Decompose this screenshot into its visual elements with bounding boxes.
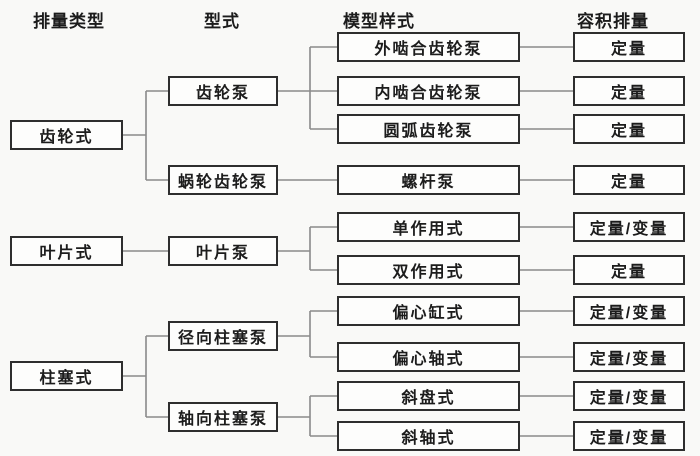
connector-radial-piston-branch [278,310,337,358]
node-displacement-5: 定量/变量 [573,212,685,242]
node-displacement-7: 定量/变量 [573,296,685,326]
header-type: 型式 [204,12,240,31]
connector-gear-pump-branch [278,46,337,130]
node-displacement-9: 定量/变量 [573,381,685,411]
connector-gear-type-branch [123,90,168,181]
node-worm-gear-pump: 蜗轮齿轮泵 [168,165,278,195]
header-model-style: 模型样式 [343,12,415,31]
node-internal-gear-pump: 内啮合齿轮泵 [337,76,520,106]
node-eccentric-shaft: 偏心轴式 [337,342,520,372]
node-displacement-3: 定量 [573,114,685,144]
node-external-gear-pump: 外啮合齿轮泵 [337,32,520,62]
node-piston-type: 柱塞式 [10,361,123,391]
node-radial-piston-pump: 径向柱塞泵 [168,321,278,351]
node-gear-pump: 齿轮泵 [168,76,278,106]
node-bent-axis: 斜轴式 [337,421,520,451]
node-single-acting: 单作用式 [337,212,520,242]
connector-axial-piston-branch [278,395,337,437]
node-vane-pump: 叶片泵 [168,236,278,266]
node-swash-plate: 斜盘式 [337,381,520,411]
node-screw-pump: 螺杆泵 [337,165,520,195]
node-vane-type: 叶片式 [10,236,123,266]
header-displacement-type: 排量类型 [33,12,105,31]
node-double-acting: 双作用式 [337,255,520,285]
connector-vane-pump-branch [278,226,337,271]
node-displacement-10: 定量/变量 [573,421,685,451]
node-gear-type: 齿轮式 [10,120,123,150]
connector-model-displacement-links [520,46,573,437]
node-arc-gear-pump: 圆弧齿轮泵 [337,114,520,144]
node-displacement-6: 定量 [573,255,685,285]
node-eccentric-cylinder: 偏心缸式 [337,296,520,326]
node-axial-piston-pump: 轴向柱塞泵 [168,402,278,432]
node-displacement-1: 定量 [573,32,685,62]
node-displacement-4: 定量 [573,165,685,195]
connector-piston-type-branch [123,335,168,418]
header-volumetric-displacement: 容积排量 [577,12,649,31]
node-displacement-2: 定量 [573,76,685,106]
node-displacement-8: 定量/变量 [573,342,685,372]
